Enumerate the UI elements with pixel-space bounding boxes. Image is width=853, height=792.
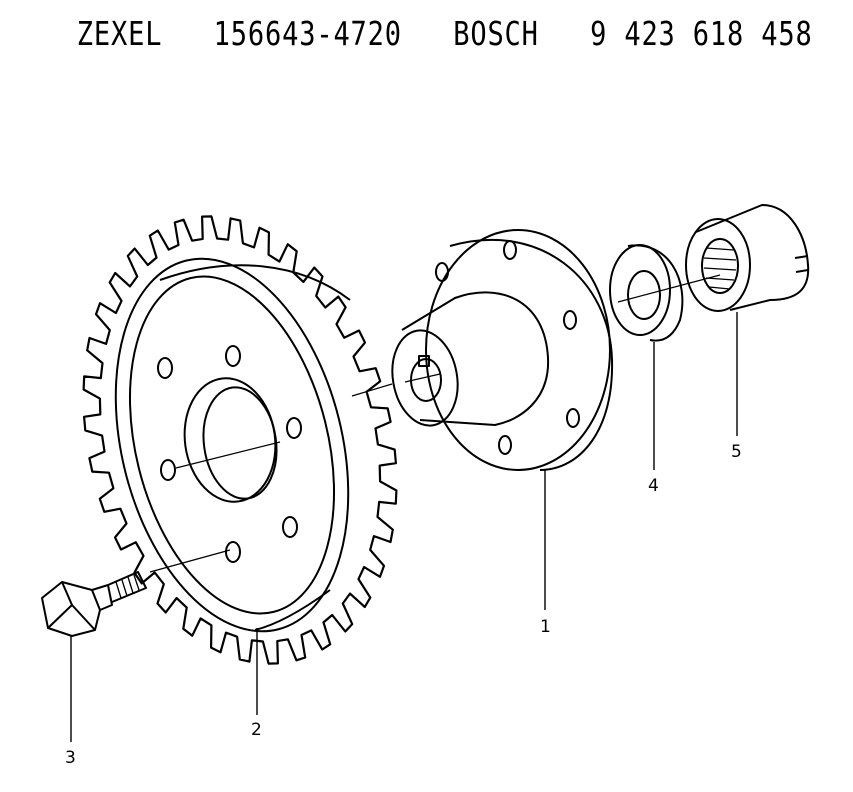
hub-axis-line [404, 373, 441, 383]
gear-face-rim [114, 257, 350, 633]
bolt-threads [115, 574, 140, 599]
gear-face-inner [128, 275, 336, 615]
hub-flange-edge [449, 238, 614, 471]
gear-bore [183, 377, 277, 503]
nut-face [685, 218, 751, 312]
hub-bolt-hole [435, 262, 449, 282]
nut-thread [701, 238, 739, 294]
hub-bolt-hole [566, 408, 580, 428]
hub-keyway [418, 355, 430, 367]
hub-bolt-hole [498, 435, 512, 455]
hub-boss-face [391, 329, 459, 427]
bolt-collar [91, 584, 113, 611]
nut-slot [794, 255, 809, 273]
hub-flange-face [425, 229, 611, 471]
gear-bolt-hole [225, 345, 241, 367]
nut-thread-lines [703, 247, 737, 290]
hub-part [391, 229, 614, 471]
bolt-head [41, 581, 101, 637]
bolt-axis-line [149, 549, 231, 573]
gear-bolt-hole [225, 541, 241, 563]
bolt-part [41, 549, 231, 637]
gear-bolt-hole [286, 417, 302, 439]
callout-washer: 4 [648, 476, 659, 496]
washer-edge [627, 244, 684, 342]
bolt-shank [107, 571, 147, 603]
gear-teeth-outline [82, 215, 398, 665]
diagram-title: ZEXEL 156643-4720 BOSCH 9 423 618 458 [76, 14, 813, 53]
nut-body [695, 204, 810, 311]
gear-bolt-hole [157, 357, 173, 379]
callout-bolt: 3 [65, 748, 76, 768]
callout-hub: 1 [540, 617, 551, 637]
hub-bolt-hole [563, 310, 577, 330]
hub-bolt-hole [503, 240, 517, 260]
nut-part [685, 204, 810, 312]
washer-part [609, 244, 721, 342]
bolt-head-facets [47, 581, 96, 631]
gear-bore-inner [202, 386, 278, 500]
gear-bolt-hole [282, 516, 298, 538]
hub-bore [410, 358, 442, 402]
callout-gear: 2 [251, 720, 262, 740]
washer-hole [627, 270, 661, 320]
callout-nut: 5 [731, 442, 742, 462]
gear-axis-line [175, 441, 281, 469]
gear-axis-line [351, 383, 393, 397]
hub-boss [401, 291, 550, 426]
gear-part [82, 215, 398, 665]
gear-bolt-hole [160, 459, 176, 481]
washer-axis-line [617, 274, 721, 303]
